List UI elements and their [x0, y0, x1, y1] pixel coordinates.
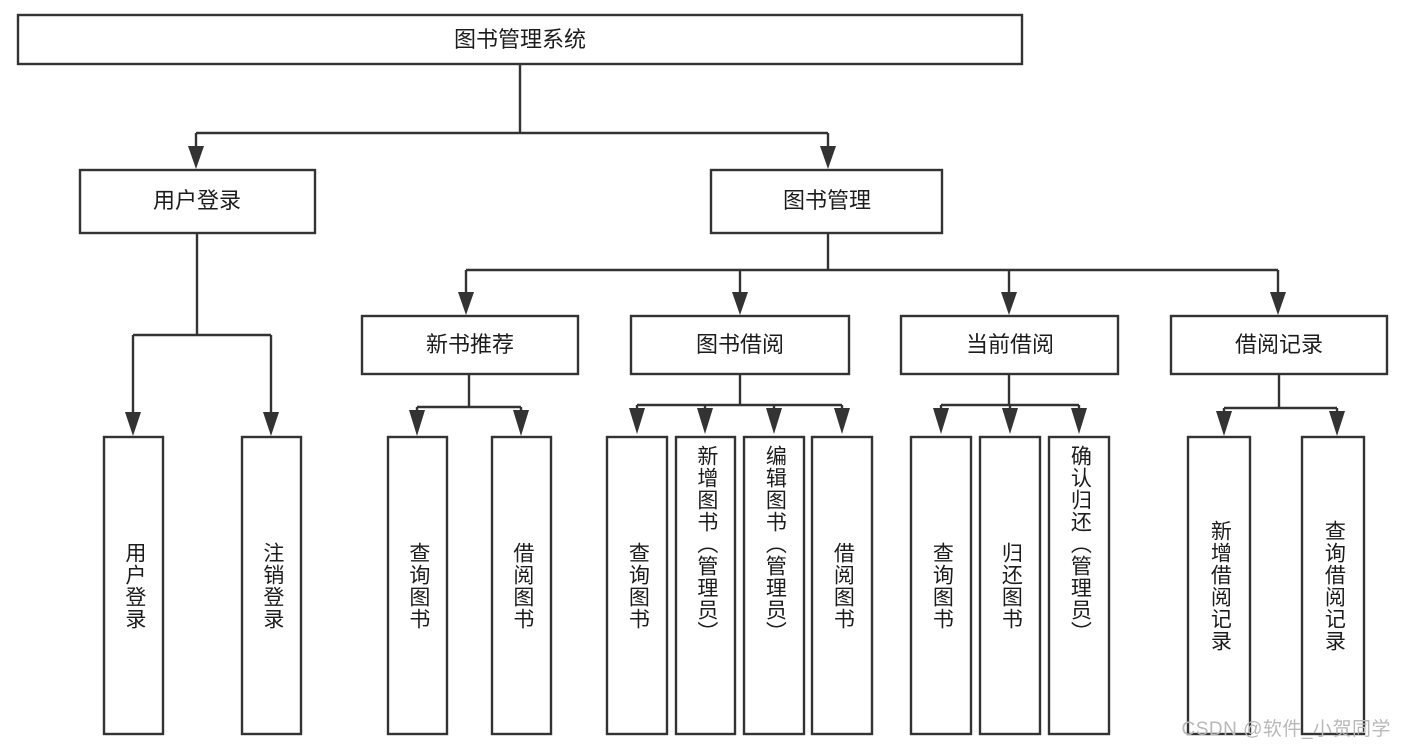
node-book-management[interactable]: [709, 168, 944, 235]
arrow-cb-leaf-2: [1071, 408, 1087, 434]
arrow-bb-leaf-0: [629, 408, 645, 434]
arrow-cb-leaf-1: [1002, 408, 1018, 434]
node-current-borrow[interactable]: [899, 314, 1120, 376]
leaf-user-login-1[interactable]: [240, 435, 303, 736]
node-layer: 图书管理系统 用户登录 图书管理 新书推荐 图书借阅 当前借阅 借阅记录: [16, 13, 1389, 736]
arrow-bb-leaf-3: [834, 408, 850, 434]
arrow-l2-new-book: [458, 292, 474, 315]
node-book-management-label: 图书管理: [783, 188, 871, 213]
leaf-book-borrow-1[interactable]: [674, 435, 737, 736]
arrow-cb-leaf-0: [933, 408, 949, 434]
leaf-borrow-record-1[interactable]: [1300, 435, 1366, 736]
node-user-login-label: 用户登录: [153, 188, 241, 213]
leaf-current-borrow-2[interactable]: [1047, 435, 1111, 736]
arrow-br-leaf-0: [1216, 411, 1232, 436]
arrow-user-login: [188, 146, 204, 169]
arrow-ul-leaf-1: [263, 412, 279, 436]
arrow-bb-leaf-2: [766, 408, 782, 434]
node-new-book-recommend-label: 新书推荐: [426, 332, 514, 357]
node-borrow-record-label: 借阅记录: [1235, 332, 1323, 357]
arrow-l2-borrow-record: [1270, 292, 1286, 315]
leaf-new-book-0[interactable]: [386, 435, 449, 736]
node-book-borrow[interactable]: [629, 314, 851, 376]
arrow-br-leaf-1: [1329, 411, 1345, 436]
node-root-book-management-system[interactable]: [16, 13, 1024, 66]
arrow-l2-current-borrow: [1001, 292, 1017, 315]
arrow-book-manage: [820, 146, 836, 169]
connector-layer: [125, 64, 1345, 436]
csdn-watermark: CSDN @软件_小贺同学: [1181, 719, 1391, 740]
node-root-label: 图书管理系统: [454, 27, 586, 52]
arrow-bb-leaf-1: [697, 408, 713, 434]
arrow-l2-book-borrow: [732, 292, 748, 315]
leaf-borrow-record-0[interactable]: [1186, 435, 1252, 736]
node-current-borrow-label: 当前借阅: [966, 332, 1054, 357]
arrow-nb-leaf-0: [409, 410, 425, 436]
leaf-current-borrow-0[interactable]: [909, 435, 973, 736]
node-borrow-record[interactable]: [1169, 314, 1389, 376]
node-new-book-recommend[interactable]: [360, 314, 580, 376]
leaf-current-borrow-1[interactable]: [978, 435, 1042, 736]
arrow-nb-leaf-1: [513, 410, 529, 436]
leaf-book-borrow-2[interactable]: [742, 435, 806, 736]
node-book-borrow-label: 图书借阅: [696, 332, 784, 357]
node-user-login[interactable]: [78, 168, 317, 235]
leaf-new-book-1[interactable]: [490, 435, 553, 736]
leaf-book-borrow-3[interactable]: [810, 435, 874, 736]
leaf-user-login-0[interactable]: [102, 435, 165, 736]
leaf-book-borrow-0[interactable]: [605, 435, 669, 736]
arrow-ul-leaf-0: [125, 412, 141, 436]
